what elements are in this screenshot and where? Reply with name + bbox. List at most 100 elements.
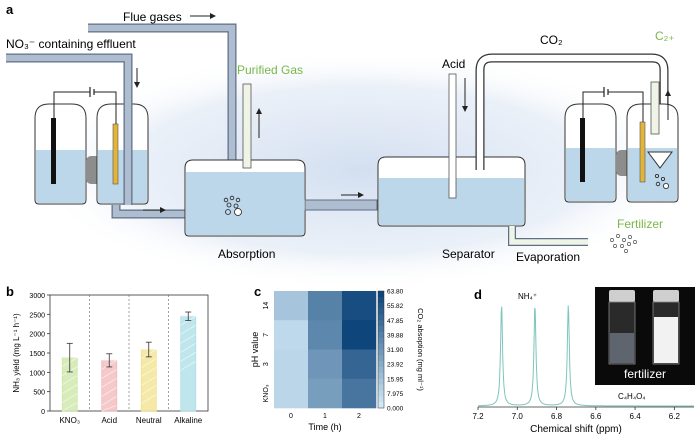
colorbar-segment [378, 296, 384, 303]
colorbar-segment [378, 337, 384, 344]
bar-hatch [62, 393, 78, 403]
bar-hatch [180, 342, 196, 353]
heatmap-cell [308, 320, 343, 350]
photo-label: fertilizer [623, 367, 666, 381]
x-tick-label: 7.2 [472, 412, 484, 421]
colorbar-segment [378, 367, 384, 374]
y-tick-label: 14 [263, 302, 270, 310]
absorption-label: Absorption [218, 247, 275, 261]
y-tick-label: 7 [263, 333, 270, 337]
bar-hatch [62, 384, 78, 394]
y-axis-label: NH₃ yield (mg L⁻¹ h⁻¹) [12, 313, 21, 393]
x-tick-label: 6.4 [630, 412, 642, 421]
heatmap-cell [308, 349, 343, 380]
x-tick-label: 0 [289, 413, 293, 420]
heatmap-cell [342, 349, 377, 380]
colorbar-segment [378, 326, 384, 333]
x-tick-label: KNO₃ [59, 416, 80, 425]
colorbar-tick-label: 47.85 [387, 318, 404, 325]
effluent-label: NO₃⁻ containing effluent [6, 37, 136, 51]
colorbar-segment [378, 314, 384, 321]
y-tick-label: 0 [41, 409, 45, 416]
nh4-peak-label: NH₄⁺ [518, 292, 537, 301]
panel-c-letter: c [254, 284, 261, 299]
x-tick-label: 2 [357, 413, 361, 420]
x-tick-label: Alkaline [174, 416, 203, 425]
bar-hatch [180, 333, 196, 344]
flue-gases-label: Flue gases [123, 10, 182, 24]
colorbar-tick-label: 39.88 [387, 332, 404, 339]
colorbar-tick-label: 7.975 [387, 391, 404, 398]
colorbar-tick-label: 0.000 [387, 406, 404, 413]
y-tick-label: 2500 [29, 312, 45, 319]
bar [180, 315, 197, 412]
colorbar-segment [378, 396, 384, 403]
heatmap-cell [308, 378, 343, 409]
purified-gas-tube [242, 83, 252, 169]
x-tick-label: 6.2 [669, 412, 681, 421]
colorbar-tick-label: 31.90 [387, 347, 404, 354]
y-tick-label: 1000 [29, 370, 45, 377]
bar-hatch [141, 385, 157, 395]
x-axis-label: Chemical shift (ppm) [530, 424, 622, 435]
c2-tube [650, 81, 660, 135]
bar-hatch [101, 378, 117, 388]
heatmap-cell [274, 349, 309, 380]
y-tick-label: 3 [263, 362, 270, 366]
x-axis-label: Time (h) [308, 422, 341, 432]
heatmap-cell [274, 378, 309, 409]
colorbar-segment [378, 320, 384, 327]
y-tick-label: 1500 [29, 351, 45, 358]
colorbar-tick-label: 63.80 [387, 289, 404, 296]
heatmap-cell [274, 320, 309, 350]
colorbar-segment [378, 343, 384, 350]
y-tick-label: KNO₃ [263, 384, 270, 402]
acid-tube [448, 73, 457, 199]
process-scheme: a Flue gases NO₃⁻ containing effluent Pu… [6, 2, 690, 282]
bar-hatch [141, 394, 157, 404]
colorbar-segment [378, 308, 384, 315]
colorbar-segment [378, 378, 384, 385]
colorbar-tick-label: 55.82 [387, 303, 404, 310]
purified-gas-label: Purified Gas [237, 63, 303, 77]
colorbar-segment [378, 402, 384, 409]
bar-hatch [180, 351, 196, 362]
colorbar-label: CO₂ absoption (mg ml⁻¹) [416, 308, 425, 391]
separator-label: Separator [442, 247, 495, 261]
bar-hatch [101, 387, 117, 397]
colorbar-tick-label: 15.95 [387, 376, 404, 383]
heatmap-cell [308, 291, 343, 321]
x-tick-label: Acid [101, 416, 117, 425]
colorbar-segment [378, 355, 384, 362]
x-tick-label: 7.0 [512, 412, 524, 421]
fertilizer-photo: fertilizer [595, 287, 695, 385]
x-tick-label: Neutral [136, 416, 162, 425]
colorbar-frame [377, 290, 385, 409]
colorbar-segment [378, 349, 384, 356]
bar-hatch [141, 367, 157, 377]
colorbar-segment [378, 302, 384, 309]
heatmap-cell [274, 291, 309, 321]
bar-hatch [101, 396, 117, 406]
c4h4o4-label: C₄H₄O₄ [618, 392, 646, 401]
x-tick-label: 1 [323, 413, 327, 420]
y-tick-label: 500 [33, 390, 45, 397]
colorbar-segment [378, 372, 384, 380]
spectrum-line [478, 305, 694, 407]
x-tick-label: 6.6 [590, 412, 602, 421]
fertilizer-particles [610, 234, 637, 253]
co2-label: CO₂ [540, 33, 563, 47]
colorbar-segment [378, 384, 384, 391]
y-tick-label: 3000 [29, 293, 45, 300]
heatmap-cell [342, 378, 377, 409]
heatmap-cell [342, 320, 377, 350]
colorbar-segment [378, 291, 384, 298]
colorbar-segment [378, 331, 384, 339]
right-electrolyzer [564, 87, 679, 203]
bar-hatch [180, 324, 196, 335]
evaporation-label: Evaporation [516, 250, 580, 264]
bar-hatch [141, 376, 157, 386]
c2plus-label: C₂₊ [655, 29, 675, 43]
